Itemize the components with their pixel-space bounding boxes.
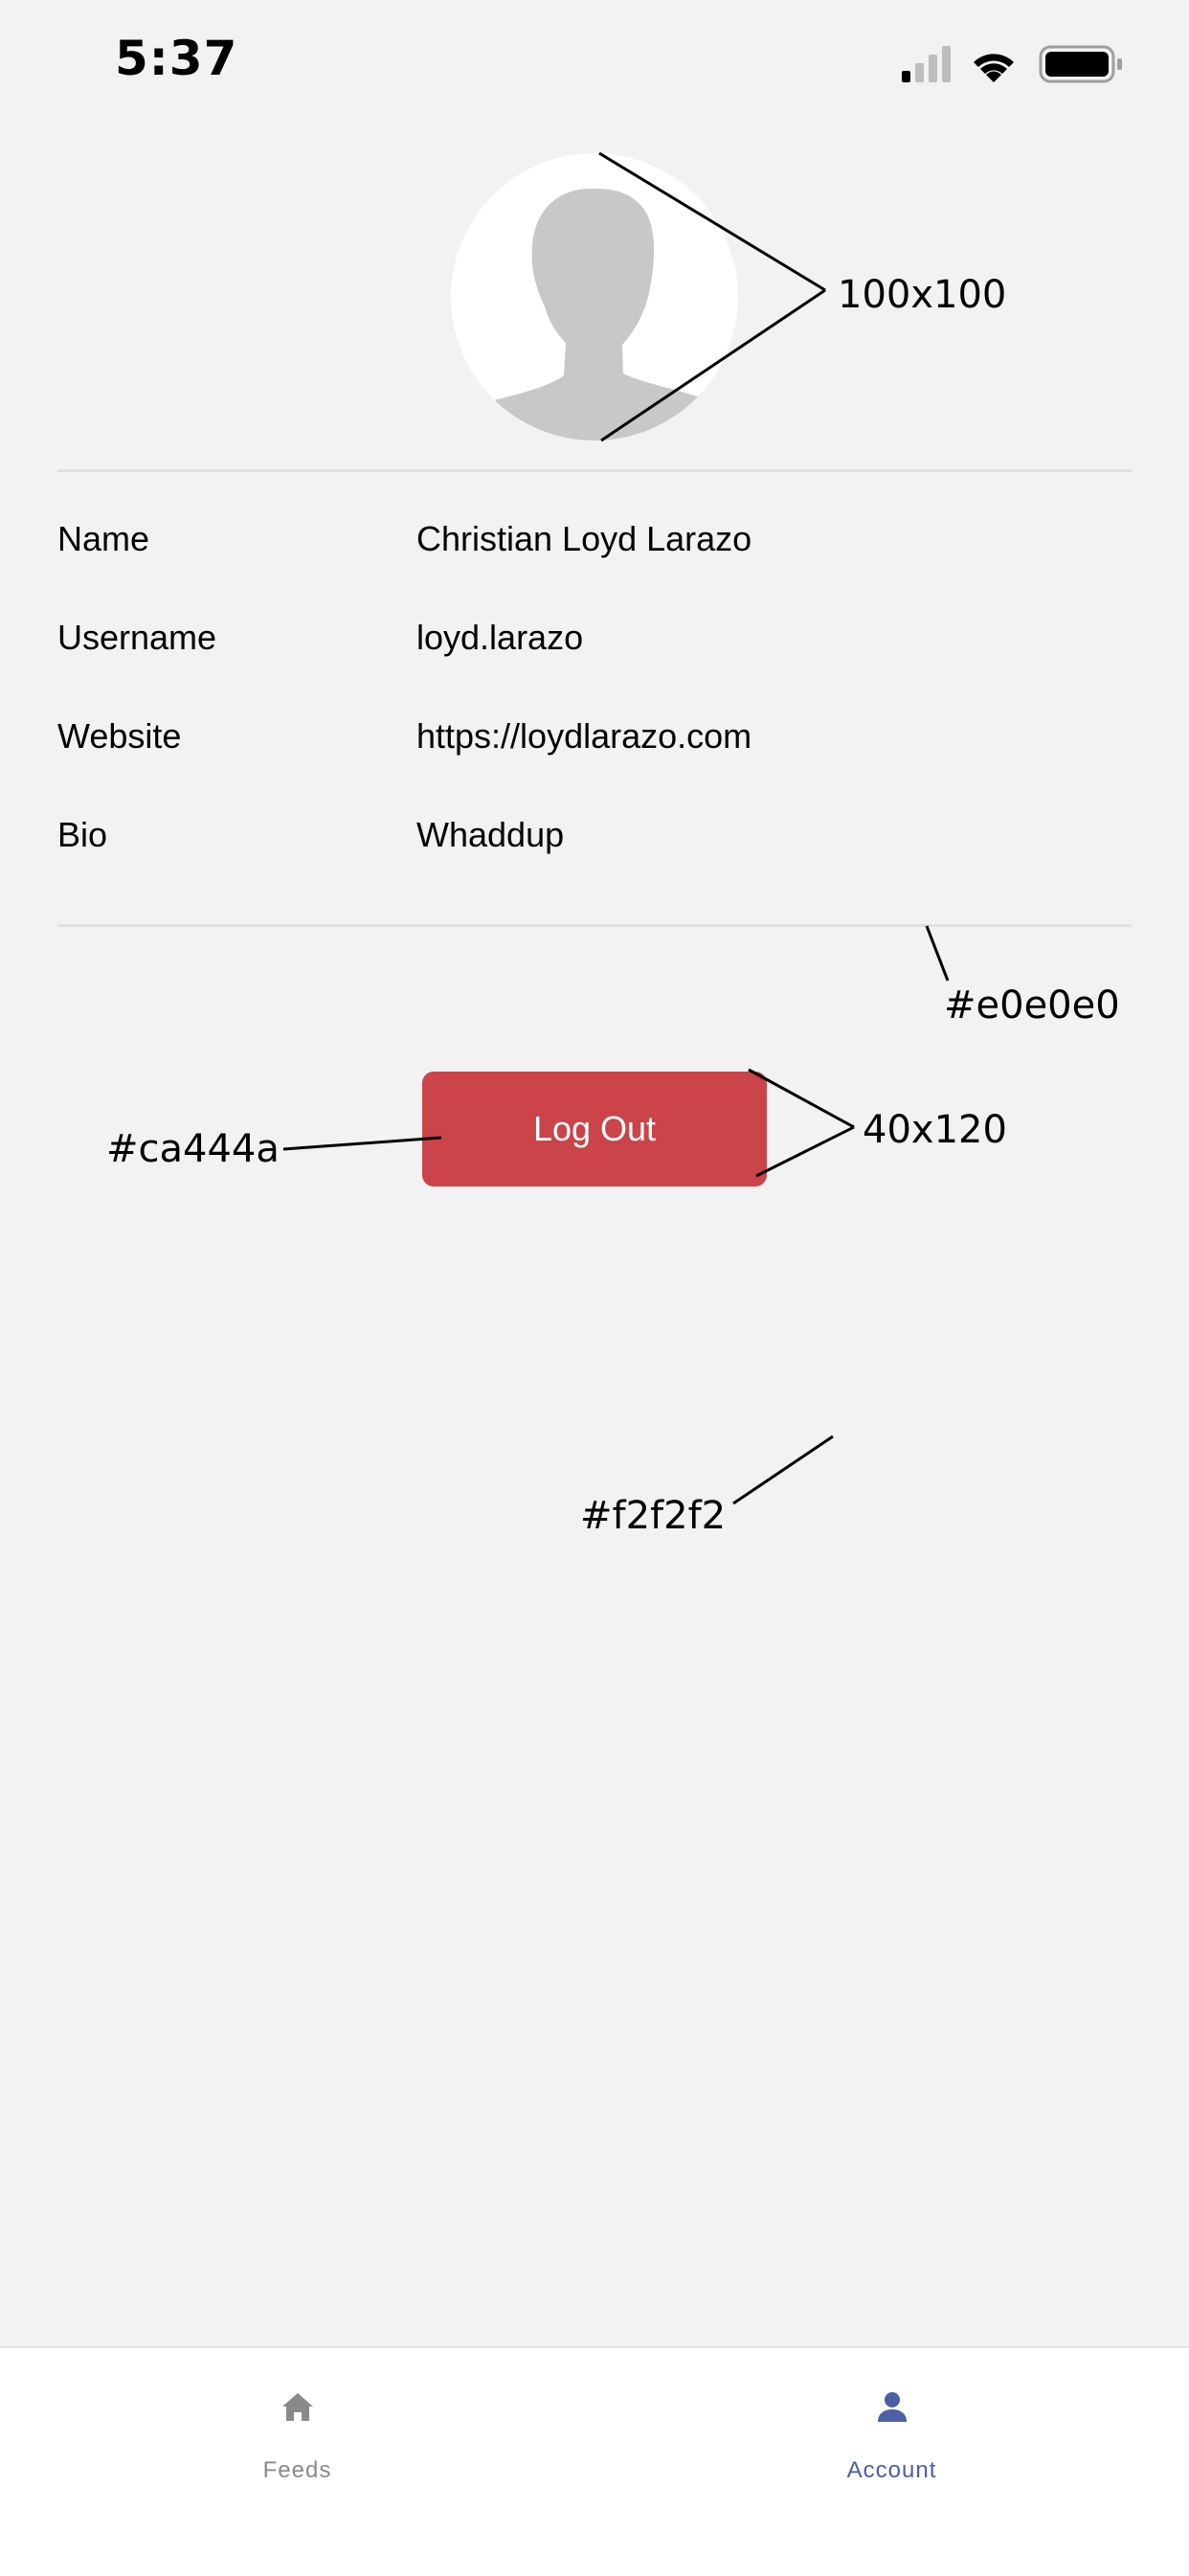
bio-value: Whaddup [416,815,565,854]
avatar-size-annotation: 100x100 [838,273,1007,317]
button-size-annotation: 40x120 [863,1108,1007,1152]
battery-icon [1039,45,1122,83]
wifi-icon [974,54,1014,82]
name-value: Christian Loyd Larazo [416,519,752,558]
name-label: Name [57,519,150,558]
avatar[interactable] [451,153,738,441]
website-label: Website [57,716,182,756]
background-color-annotation: #f2f2f2 [580,1494,727,1538]
status-icons [902,45,1122,83]
tab-feeds-label: Feeds [262,2457,332,2483]
username-label: Username [57,618,217,657]
cellular-signal-icon [902,46,951,82]
tab-account[interactable]: Account [594,2348,1189,2576]
tab-account-label: Account [846,2457,937,2483]
tab-bar: Feeds Account [0,2346,1189,2576]
button-color-annotation: #ca444a [106,1127,280,1171]
profile-row-bio: Bio Whaddup [57,803,1132,902]
person-icon [877,2392,907,2422]
username-value: loyd.larazo [416,618,584,657]
home-icon [281,2393,313,2421]
avatar-placeholder-icon [451,188,738,441]
tab-feeds[interactable]: Feeds [0,2348,594,2576]
profile-row-username: Username loyd.larazo [57,606,1132,705]
status-time: 5:37 [115,31,238,86]
bio-label: Bio [57,815,108,854]
top-divider [57,469,1132,472]
bottom-divider [57,924,1132,927]
website-value[interactable]: https://loydlarazo.com [416,716,752,756]
profile-row-website: Website https://loydlarazo.com [57,705,1132,803]
status-bar: 5:37 [0,0,1189,134]
divider-color-annotation: #e0e0e0 [944,983,1120,1028]
profile-row-name: Name Christian Loyd Larazo [57,508,1132,606]
logout-button[interactable]: Log Out [422,1072,767,1186]
profile-details: Name Christian Loyd Larazo Username loyd… [57,508,1132,902]
